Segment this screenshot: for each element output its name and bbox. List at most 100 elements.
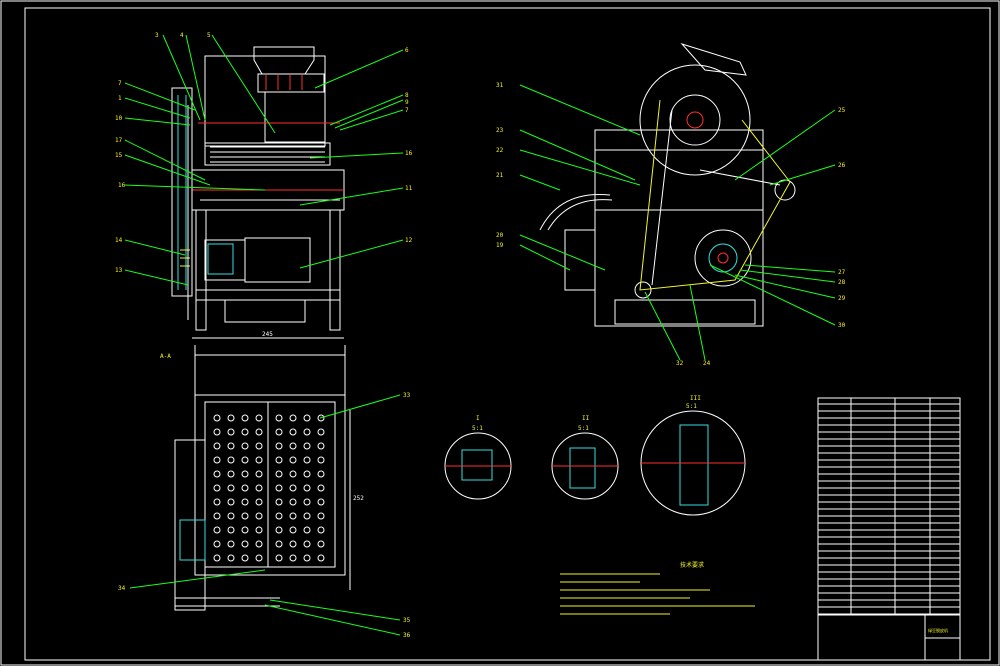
screen-hole xyxy=(255,456,263,464)
screen-hole xyxy=(317,414,325,422)
screen-hole xyxy=(303,554,311,562)
screen-hole xyxy=(289,498,297,506)
screen-hole xyxy=(303,414,311,422)
part-label: 22 xyxy=(496,147,504,154)
screen-hole xyxy=(227,554,235,562)
screen-hole xyxy=(227,498,235,506)
detail-1: I 5:1 xyxy=(444,415,512,500)
part-label: 32 xyxy=(676,360,684,367)
screen-hole xyxy=(317,428,325,436)
detail-mark: III xyxy=(690,395,701,402)
screen-hole xyxy=(317,498,325,506)
part-label: 31 xyxy=(496,82,504,89)
screen-hole xyxy=(227,456,235,464)
screen-hole xyxy=(275,540,283,548)
screen-hole xyxy=(227,526,235,534)
part-label: 17 xyxy=(115,137,123,144)
screen-hole xyxy=(303,526,311,534)
screen-hole xyxy=(241,470,249,478)
screen-hole xyxy=(289,414,297,422)
screen-hole xyxy=(255,554,263,562)
screen-hole xyxy=(213,526,221,534)
detail-mark: I xyxy=(476,415,480,422)
screen-hole xyxy=(317,526,325,534)
screen-hole xyxy=(227,484,235,492)
part-label: 16 xyxy=(118,182,126,189)
screen-hole xyxy=(241,540,249,548)
part-label: 9 xyxy=(405,99,409,106)
screen-hole xyxy=(213,456,221,464)
screen-hole xyxy=(289,484,297,492)
screen-hole xyxy=(303,498,311,506)
screen-hole xyxy=(303,442,311,450)
screen-hole xyxy=(317,470,325,478)
part-label: 1 xyxy=(118,95,122,102)
section-view-a-a: A-A 252 33 34 35 36 xyxy=(118,345,411,639)
part-label: 15 xyxy=(115,152,123,159)
part-label: 10 xyxy=(115,115,123,122)
screen-hole xyxy=(255,428,263,436)
part-label: 36 xyxy=(403,632,411,639)
screen-hole xyxy=(255,498,263,506)
screen-hole xyxy=(241,456,249,464)
parts-list-rows xyxy=(818,403,960,615)
part-label: 19 xyxy=(496,242,504,249)
screen-hole xyxy=(317,512,325,520)
screen-hole xyxy=(241,554,249,562)
screen-hole xyxy=(241,484,249,492)
screen-hole xyxy=(275,526,283,534)
part-label: 26 xyxy=(838,162,846,169)
screen-hole xyxy=(255,470,263,478)
part-label: 28 xyxy=(838,279,846,286)
screen-hole xyxy=(275,414,283,422)
side-view: 31 23 22 21 20 19 25 26 27 28 29 30 32 2… xyxy=(496,42,846,367)
screen-hole xyxy=(227,442,235,450)
detail-views: I 5:1 II 5:1 III 5:1 xyxy=(444,395,746,516)
part-label: 6 xyxy=(405,47,409,54)
screen-holes xyxy=(213,414,325,562)
screen-hole xyxy=(275,442,283,450)
part-label: 23 xyxy=(496,127,504,134)
part-label: 16 xyxy=(405,150,413,157)
screen-hole xyxy=(241,498,249,506)
part-label: 24 xyxy=(703,360,711,367)
front-width-dim: 245 xyxy=(262,331,273,338)
screen-hole xyxy=(289,554,297,562)
part-label: 21 xyxy=(496,172,504,179)
screen-hole xyxy=(213,470,221,478)
section-title: A-A xyxy=(160,353,171,360)
screen-hole xyxy=(275,498,283,506)
screen-hole xyxy=(317,554,325,562)
screen-hole xyxy=(303,456,311,464)
part-label: 12 xyxy=(405,237,413,244)
detail-3: III 5:1 xyxy=(640,395,746,516)
screen-hole xyxy=(317,540,325,548)
part-label: 7 xyxy=(405,107,409,114)
screen-hole xyxy=(255,442,263,450)
title-block: 绿豆脱皮机 xyxy=(817,397,961,661)
screen-hole xyxy=(289,428,297,436)
screen-hole xyxy=(213,498,221,506)
screen-hole xyxy=(289,456,297,464)
screen-hole xyxy=(275,484,283,492)
detail-scale: 5:1 xyxy=(578,425,589,432)
part-label: 3 xyxy=(155,32,159,39)
part-label: 14 xyxy=(115,237,123,244)
detail-scale: 5:1 xyxy=(472,425,483,432)
screen-hole xyxy=(255,540,263,548)
part-label: 8 xyxy=(405,92,409,99)
screen-hole xyxy=(275,554,283,562)
part-label: 11 xyxy=(405,185,413,192)
screen-hole xyxy=(255,526,263,534)
screen-hole xyxy=(303,484,311,492)
screen-hole xyxy=(241,428,249,436)
part-label: 13 xyxy=(115,267,123,274)
screen-hole xyxy=(275,512,283,520)
screen-hole xyxy=(241,414,249,422)
screen-hole xyxy=(227,512,235,520)
screen-hole xyxy=(241,512,249,520)
screen-hole xyxy=(241,442,249,450)
screen-hole xyxy=(213,554,221,562)
